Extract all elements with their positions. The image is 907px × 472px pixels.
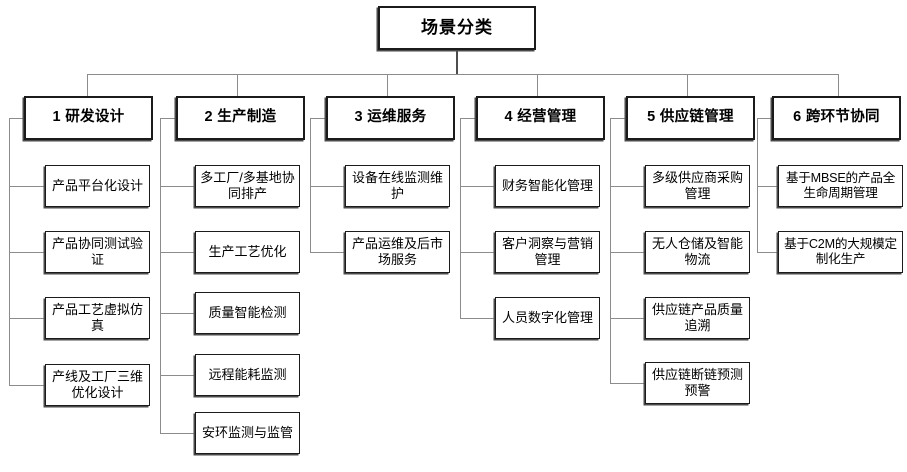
leaf-node-label-col-5-1: 多级供应商采购管理 (651, 170, 743, 201)
category-header-label-col-2: 2 生产制造 (204, 109, 277, 126)
connector-stub-col-4-leaf-1 (460, 186, 496, 188)
connector-spine-entry-col-1 (9, 118, 25, 120)
leaf-node-label-col-4-1: 财务智能化管理 (501, 178, 593, 194)
category-header-col-3[interactable]: 3 运维服务 (326, 96, 455, 140)
connector-spine-entry-col-5 (610, 118, 627, 120)
connector-spine-entry-col-2 (160, 118, 177, 120)
connector-spine-col-5 (610, 118, 612, 383)
connector-spine-col-2 (160, 118, 162, 433)
leaf-node-col-6-1[interactable]: 基于MBSE的产品全生命周期管理 (778, 165, 903, 207)
leaf-node-col-1-1[interactable]: 产品平台化设计 (45, 165, 150, 207)
leaf-node-label-col-1-4: 产线及工厂三维优化设计 (51, 369, 143, 400)
leaf-node-label-col-1-3: 产品工艺虚拟仿真 (51, 302, 143, 333)
leaf-node-label-col-3-1: 设备在线监测维护 (351, 170, 443, 201)
leaf-node-col-4-1[interactable]: 财务智能化管理 (495, 165, 600, 207)
connector-stub-col-3-leaf-1 (310, 186, 346, 188)
connector-spine-col-3 (310, 118, 312, 252)
connector-stub-col-6-leaf-1 (757, 186, 779, 188)
leaf-node-col-3-1[interactable]: 设备在线监测维护 (345, 165, 450, 207)
leaf-node-col-2-4[interactable]: 远程能耗监测 (195, 354, 300, 396)
category-header-label-col-1: 1 研发设计 (52, 109, 125, 126)
leaf-node-label-col-2-1: 多工厂/多基地协同排产 (200, 170, 295, 201)
connector-stub-col-4-leaf-2 (460, 252, 496, 254)
leaf-node-col-6-2[interactable]: 基于C2M的大规模定制化生产 (778, 231, 903, 273)
category-header-label-col-3: 3 运维服务 (354, 109, 427, 126)
connector-drop-col-2 (237, 74, 239, 96)
leaf-node-label-col-1-1: 产品平台化设计 (51, 178, 143, 194)
leaf-node-col-1-3[interactable]: 产品工艺虚拟仿真 (45, 297, 150, 339)
connector-drop-col-6 (838, 74, 840, 96)
leaf-node-col-2-2[interactable]: 生产工艺优化 (195, 231, 300, 273)
leaf-node-label-col-6-2: 基于C2M的大规模定制化生产 (784, 236, 897, 266)
connector-drop-col-5 (687, 74, 689, 96)
leaf-node-label-col-1-2: 产品协同测试验证 (51, 236, 143, 267)
connector-stub-col-5-leaf-4 (610, 383, 646, 385)
category-header-col-1[interactable]: 1 研发设计 (24, 96, 153, 140)
leaf-node-col-4-3[interactable]: 人员数字化管理 (495, 297, 600, 339)
category-header-col-5[interactable]: 5 供应链管理 (626, 96, 755, 140)
leaf-node-label-col-4-3: 人员数字化管理 (501, 310, 593, 326)
category-header-col-6[interactable]: 6 跨环节协同 (772, 96, 901, 140)
category-header-label-col-5: 5 供应链管理 (647, 109, 734, 126)
connector-stub-col-6-leaf-2 (757, 252, 779, 254)
connector-stub-col-1-leaf-4 (9, 385, 46, 387)
connector-stub-col-2-leaf-1 (160, 186, 196, 188)
category-header-label-col-6: 6 跨环节协同 (793, 109, 880, 126)
leaf-node-label-col-3-2: 产品运维及后市场服务 (351, 236, 443, 267)
leaf-node-col-4-2[interactable]: 客户洞察与营销管理 (495, 231, 600, 273)
leaf-node-col-5-4[interactable]: 供应链断链预测预警 (645, 362, 750, 404)
connector-stub-col-5-leaf-2 (610, 252, 646, 254)
leaf-node-col-5-2[interactable]: 无人仓储及智能物流 (645, 231, 750, 273)
connector-spine-entry-col-4 (460, 118, 477, 120)
connector-stub-col-2-leaf-5 (160, 433, 196, 435)
connector-root-stem (456, 50, 458, 74)
connector-drop-col-3 (387, 74, 389, 96)
leaf-node-col-2-1[interactable]: 多工厂/多基地协同排产 (195, 165, 300, 207)
connector-stub-col-2-leaf-2 (160, 252, 196, 254)
leaf-node-label-col-2-2: 生产工艺优化 (208, 244, 287, 260)
connector-stub-col-3-leaf-2 (310, 252, 346, 254)
category-header-col-4[interactable]: 4 经营管理 (476, 96, 605, 140)
connector-spine-col-6 (757, 118, 759, 252)
leaf-node-label-col-4-2: 客户洞察与营销管理 (501, 236, 593, 267)
connector-spine-entry-col-3 (310, 118, 327, 120)
connector-stub-col-1-leaf-1 (9, 186, 46, 188)
category-header-label-col-4: 4 经营管理 (504, 109, 577, 126)
leaf-node-label-col-5-4: 供应链断链预测预警 (651, 367, 743, 398)
connector-spine-entry-col-6 (757, 118, 773, 120)
connector-stub-col-4-leaf-3 (460, 318, 496, 320)
connector-level1-bus (87, 74, 838, 76)
leaf-node-label-col-2-5: 安环监测与监管 (201, 425, 293, 441)
connector-stub-col-1-leaf-3 (9, 318, 46, 320)
leaf-node-col-3-2[interactable]: 产品运维及后市场服务 (345, 231, 450, 273)
connector-stub-col-2-leaf-3 (160, 313, 196, 315)
leaf-node-label-col-6-1: 基于MBSE的产品全生命周期管理 (785, 170, 896, 200)
connector-stub-col-1-leaf-2 (9, 252, 46, 254)
leaf-node-label-col-5-3: 供应链产品质量追溯 (651, 302, 743, 333)
leaf-node-col-5-3[interactable]: 供应链产品质量追溯 (645, 297, 750, 339)
root-node-scene-classification[interactable]: 场景分类 (378, 6, 536, 50)
leaf-node-col-2-3[interactable]: 质量智能检测 (195, 292, 300, 334)
leaf-node-label-col-2-3: 质量智能检测 (208, 305, 287, 321)
leaf-node-col-5-1[interactable]: 多级供应商采购管理 (645, 165, 750, 207)
connector-drop-col-1 (87, 74, 89, 96)
leaf-node-label-col-5-2: 无人仓储及智能物流 (651, 236, 743, 267)
connector-spine-col-4 (460, 118, 462, 318)
connector-stub-col-2-leaf-4 (160, 375, 196, 377)
category-header-col-2[interactable]: 2 生产制造 (176, 96, 305, 140)
leaf-node-col-1-4[interactable]: 产线及工厂三维优化设计 (45, 364, 150, 406)
leaf-node-col-1-2[interactable]: 产品协同测试验证 (45, 231, 150, 273)
leaf-node-label-col-2-4: 远程能耗监测 (208, 367, 287, 383)
leaf-node-col-2-5[interactable]: 安环监测与监管 (195, 412, 300, 454)
connector-stub-col-5-leaf-3 (610, 318, 646, 320)
connector-drop-col-4 (537, 74, 539, 96)
connector-stub-col-5-leaf-1 (610, 186, 646, 188)
root-node-label: 场景分类 (421, 17, 493, 37)
